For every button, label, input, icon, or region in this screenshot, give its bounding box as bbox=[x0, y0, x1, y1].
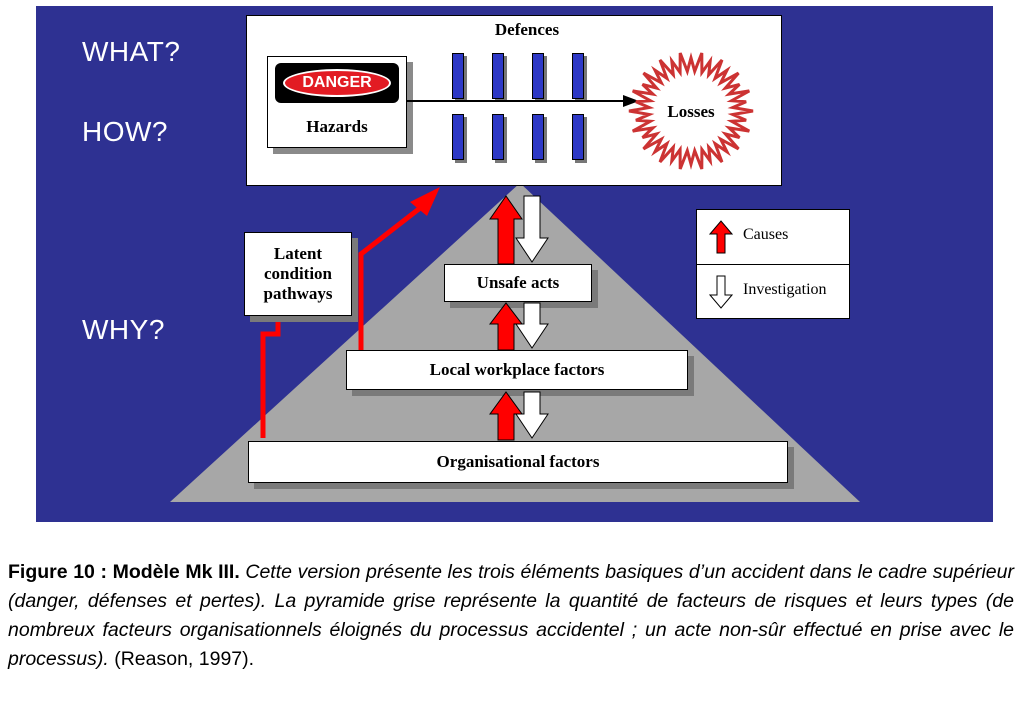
trajectory-arrow bbox=[407, 52, 754, 170]
defence-bar bbox=[452, 114, 464, 160]
what-label: WHAT? bbox=[82, 36, 181, 67]
legend-causes-label: Causes bbox=[743, 226, 789, 243]
caption-source: (Reason, 1997). bbox=[114, 648, 255, 670]
defence-bar bbox=[532, 53, 544, 99]
defences-label: Defences bbox=[494, 20, 560, 39]
cause-investigation-arrows bbox=[488, 195, 549, 441]
red-up-arrow-icon bbox=[709, 220, 733, 254]
investigation-arrow-down bbox=[515, 195, 549, 263]
latent-pathway-arrow bbox=[260, 187, 440, 438]
defence-bar bbox=[532, 114, 544, 160]
danger-sign: DANGER bbox=[275, 63, 399, 103]
defence-bar bbox=[572, 53, 584, 99]
how-label: HOW? bbox=[82, 116, 168, 147]
investigation-arrow-down bbox=[515, 391, 549, 439]
white-down-arrow-icon bbox=[709, 275, 733, 309]
losses-burst-icon bbox=[628, 52, 754, 170]
cause-arrow-up bbox=[489, 391, 523, 441]
legend-row-investigation: Investigation bbox=[697, 264, 849, 319]
cause-arrow-up bbox=[489, 195, 523, 265]
defence-bar bbox=[572, 114, 584, 160]
diagram-panel: WHAT? HOW? WHY? DANGER Hazards Defences … bbox=[36, 6, 993, 522]
caption-body: Cette version présente les trois élément… bbox=[8, 561, 1014, 670]
top-frame: DANGER Hazards Defences Losses bbox=[246, 15, 782, 186]
hazards-label: Hazards bbox=[306, 117, 368, 136]
why-label: WHY? bbox=[82, 314, 165, 345]
organisational-box: Organisational factors bbox=[248, 441, 788, 483]
latent-line-3: pathways bbox=[263, 284, 333, 303]
unsafe-acts-box: Unsafe acts bbox=[444, 264, 592, 302]
cause-arrow-up bbox=[488, 302, 524, 351]
latent-pathways-box: Latent condition pathways bbox=[244, 232, 352, 316]
investigation-arrow-down bbox=[515, 302, 549, 349]
pyramid-shape bbox=[170, 183, 860, 502]
latent-line-2: condition bbox=[263, 264, 333, 283]
legend: Causes Investigation bbox=[696, 209, 850, 319]
defence-bar bbox=[492, 53, 504, 99]
latent-line-1: Latent bbox=[273, 244, 323, 263]
hazards-box: DANGER Hazards bbox=[267, 56, 407, 148]
caption-title: Figure 10 : Modèle Mk III. bbox=[8, 561, 240, 583]
legend-row-causes: Causes bbox=[697, 210, 849, 264]
pyramid-graphic bbox=[170, 183, 860, 502]
local-workplace-box: Local workplace factors bbox=[346, 350, 688, 390]
losses-label: Losses bbox=[667, 102, 715, 121]
danger-label: DANGER bbox=[283, 69, 391, 97]
defence-bar bbox=[492, 114, 504, 160]
legend-investigation-label: Investigation bbox=[743, 281, 827, 298]
defence-bar bbox=[452, 53, 464, 99]
figure-caption: Figure 10 : Modèle Mk III. Cette version… bbox=[8, 558, 1014, 674]
